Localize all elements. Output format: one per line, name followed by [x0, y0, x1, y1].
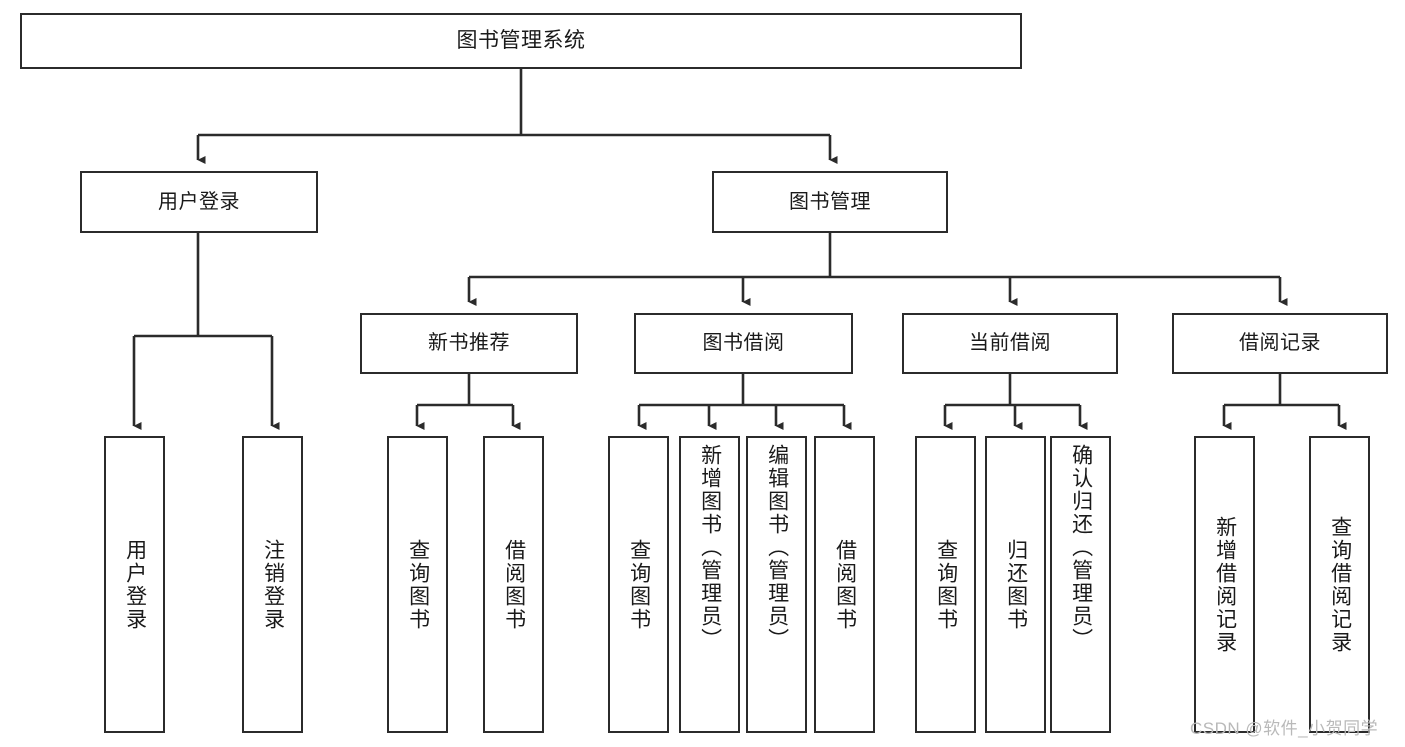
node-label: 归还图书 — [1004, 538, 1028, 631]
node-book-management[interactable]: 图书管理 — [712, 171, 948, 233]
node-label: 新增借阅记录 — [1213, 515, 1237, 654]
leaf-add-borrow-record[interactable]: 新增借阅记录 — [1194, 436, 1255, 733]
node-label: 借阅图书 — [502, 538, 526, 631]
leaf-query-borrow-record[interactable]: 查询借阅记录 — [1309, 436, 1370, 733]
leaf-confirm-return-admin[interactable]: 确认归还（管理员） — [1050, 436, 1111, 733]
node-label: 图书管理系统 — [456, 29, 586, 53]
node-label: 用户登录 — [123, 538, 147, 631]
node-label: 用户登录 — [158, 190, 240, 213]
leaf-query-book-recommend[interactable]: 查询图书 — [387, 436, 448, 733]
leaf-add-book-admin[interactable]: 新增图书（管理员） — [679, 436, 740, 733]
node-borrow-record[interactable]: 借阅记录 — [1172, 313, 1388, 374]
node-label: 编辑图书（管理员） — [765, 444, 789, 651]
node-root-system[interactable]: 图书管理系统 — [20, 13, 1022, 69]
node-current-borrow[interactable]: 当前借阅 — [902, 313, 1118, 374]
leaf-borrow-book[interactable]: 借阅图书 — [814, 436, 875, 733]
node-label: 借阅图书 — [833, 538, 857, 631]
node-label: 图书借阅 — [702, 332, 785, 355]
leaf-query-book-current[interactable]: 查询图书 — [915, 436, 976, 733]
node-label: 新书推荐 — [428, 332, 510, 355]
node-label: 查询借阅记录 — [1328, 515, 1352, 654]
node-book-borrow[interactable]: 图书借阅 — [634, 313, 853, 374]
node-label: 注销登录 — [261, 538, 285, 631]
node-label: 查询图书 — [627, 538, 651, 631]
node-label: 图书管理 — [789, 190, 871, 213]
leaf-user-login[interactable]: 用户登录 — [104, 436, 165, 733]
leaf-borrow-book-recommend[interactable]: 借阅图书 — [483, 436, 544, 733]
node-label: 新增图书（管理员） — [698, 444, 722, 651]
node-user-login[interactable]: 用户登录 — [80, 171, 318, 233]
node-label: 借阅记录 — [1239, 332, 1321, 355]
leaf-logout-login[interactable]: 注销登录 — [242, 436, 303, 733]
leaf-query-book-borrow[interactable]: 查询图书 — [608, 436, 669, 733]
node-label: 确认归还（管理员） — [1069, 444, 1093, 651]
csdn-watermark: CSDN @软件_小贺同学 — [1190, 719, 1379, 738]
leaf-return-book[interactable]: 归还图书 — [985, 436, 1046, 733]
node-new-book-recommend[interactable]: 新书推荐 — [360, 313, 578, 374]
node-label: 查询图书 — [934, 538, 958, 631]
node-label: 当前借阅 — [969, 332, 1051, 355]
leaf-edit-book-admin[interactable]: 编辑图书（管理员） — [746, 436, 807, 733]
node-label: 查询图书 — [406, 538, 430, 631]
